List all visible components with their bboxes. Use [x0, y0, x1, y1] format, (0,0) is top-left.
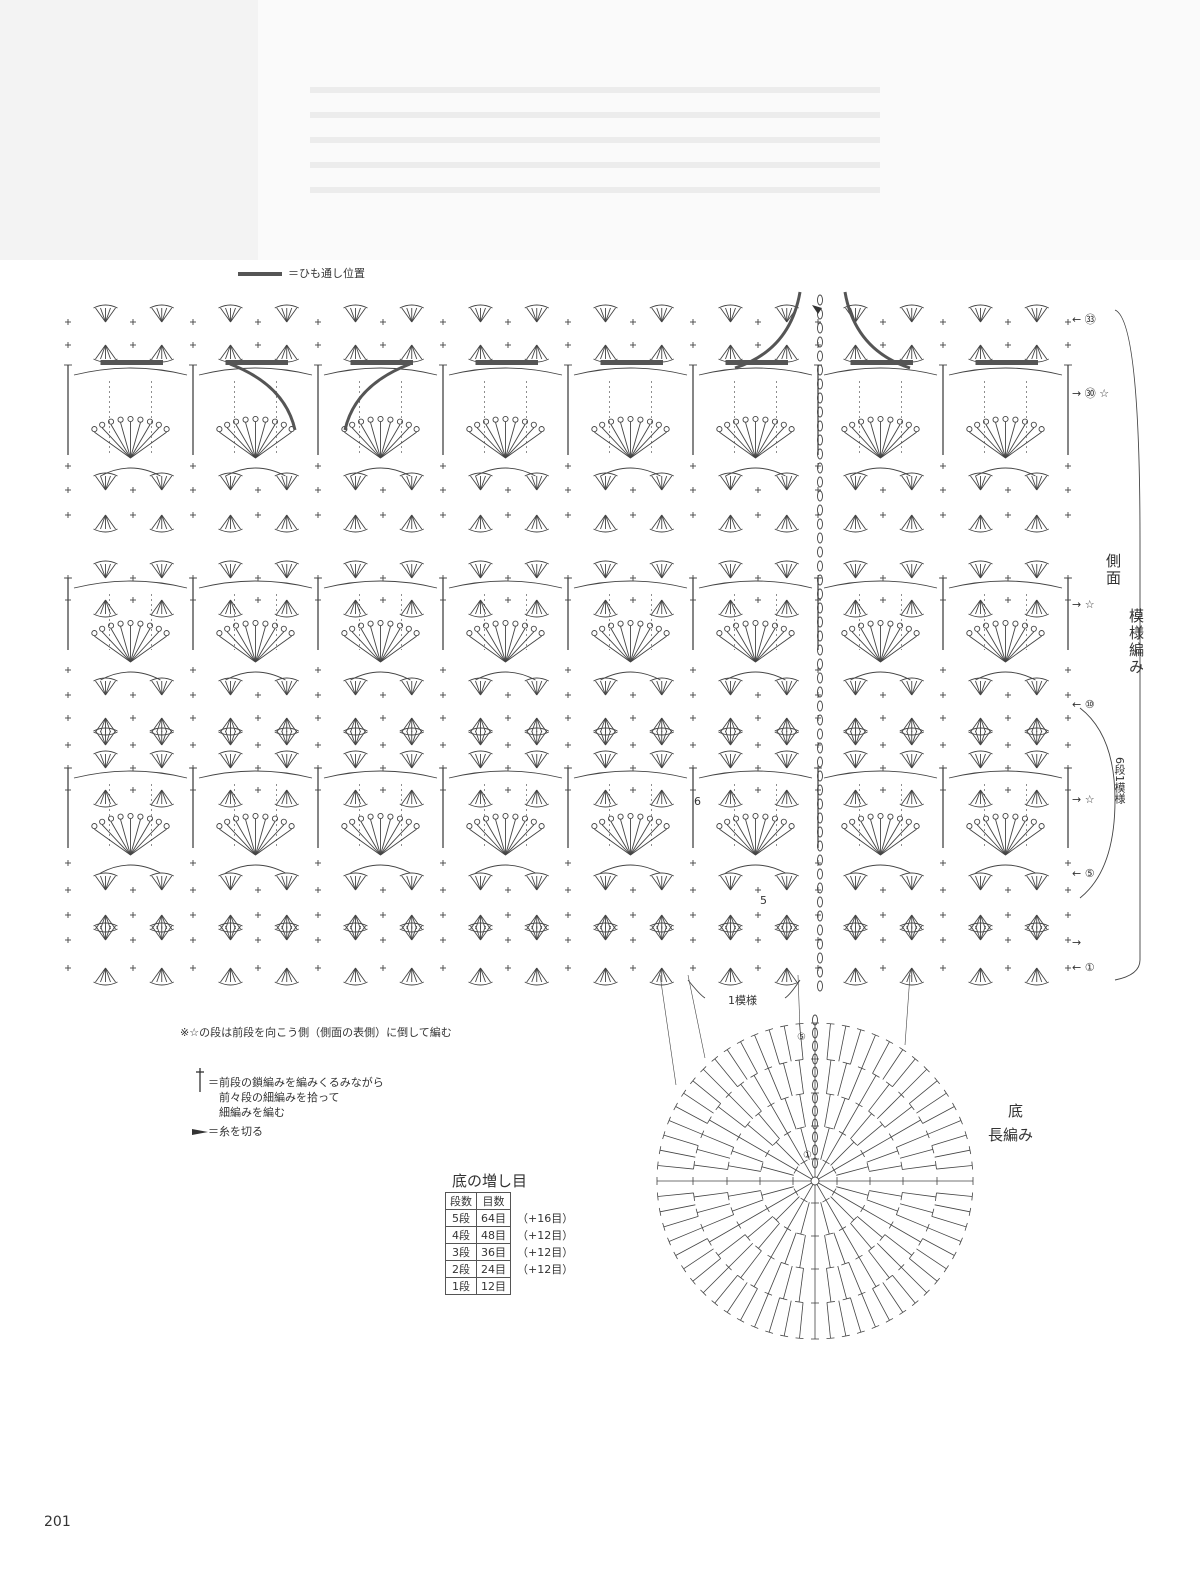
table-cell-stitches: 24目	[476, 1260, 511, 1278]
table-cell-round: 2段	[445, 1260, 477, 1278]
cut-yarn-note: ＝糸を切る	[208, 1125, 263, 1138]
show-through-background	[0, 0, 1200, 260]
symbol-note-line2: 前々段の細編みを拾って	[219, 1091, 340, 1104]
symbol-note-line1: ＝前段の鎖編みを編みくるみながら	[208, 1076, 384, 1089]
bottom-label: 底	[1008, 1102, 1024, 1120]
row-marker-arrow: →	[1072, 936, 1082, 949]
table-cell-round: 3段	[445, 1243, 477, 1261]
table-cell-stitches: 12目	[476, 1277, 511, 1295]
row-marker-star-2: → ☆	[1072, 793, 1095, 806]
sc-wrap-symbol-icon	[196, 1068, 204, 1092]
table-cell-increase: （+12目）	[517, 1229, 574, 1242]
table-header-rounds: 段数	[445, 1192, 477, 1210]
row-marker-5: ← ⑤	[1072, 867, 1095, 880]
row-marker-30: → ㉚ ☆	[1072, 387, 1110, 400]
table-row: 2段 24目 （+12目）	[445, 1260, 578, 1278]
row-marker-33: ← ㉝	[1072, 313, 1096, 326]
bottom-round-1-marker: ①	[803, 1150, 812, 1161]
table-cell-stitches: 36目	[476, 1243, 511, 1261]
pattern-stitch-label: 模様編み	[1127, 608, 1145, 676]
table-row: 1段 12目	[445, 1277, 578, 1295]
side-label: 側面	[1104, 553, 1122, 587]
cord-position-legend-bar	[238, 272, 282, 276]
table-cell-increase: （+12目）	[517, 1246, 574, 1259]
table-cell-increase: （+12目）	[517, 1263, 574, 1276]
table-row: 3段 36目 （+12目）	[445, 1243, 578, 1261]
table-cell-round: 1段	[445, 1277, 477, 1295]
table-cell-round: 4段	[445, 1226, 477, 1244]
table-cell-stitches: 48目	[476, 1226, 511, 1244]
chart-strokes	[64, 294, 1141, 1340]
table-header-spacer	[511, 1193, 578, 1210]
table-cell-stitches: 64目	[476, 1209, 511, 1227]
inner-row-number-6: 6	[694, 795, 701, 808]
one-repeat-label: 1模様	[728, 994, 757, 1007]
symbol-note-line3: 細編みを編む	[219, 1106, 285, 1119]
inner-row-number-5: 5	[760, 894, 767, 907]
bottom-stitch-label: 長編み	[988, 1126, 1034, 1144]
increase-table: 段数 目数 5段 64目 （+16目） 4段 48目 （+12目） 3段 36目…	[445, 1192, 578, 1295]
table-cell-increase: （+16目）	[517, 1212, 574, 1225]
row-marker-1: ← ①	[1072, 961, 1095, 974]
table-row: 4段 48目 （+12目）	[445, 1226, 578, 1244]
bottom-round-5-marker: ⑤	[797, 1032, 806, 1043]
star-row-note: ※☆の段は前段を向こう側（側面の表側）に倒して編む	[180, 1026, 452, 1039]
table-cell-increase	[511, 1278, 578, 1295]
six-row-repeat-label: 6段1模様	[1113, 757, 1126, 804]
table-header-stitches: 目数	[476, 1192, 511, 1210]
increase-table-title: 底の増し目	[452, 1172, 528, 1190]
cord-position-legend-label: ＝ひも通し位置	[288, 267, 365, 280]
table-cell-round: 5段	[445, 1209, 477, 1227]
row-marker-10: ← ⑩	[1072, 698, 1095, 711]
cut-yarn-symbol-icon	[192, 1129, 208, 1135]
page-number: 201	[44, 1514, 71, 1530]
table-row: 5段 64目 （+16目）	[445, 1209, 578, 1227]
row-marker-star-1: → ☆	[1072, 598, 1095, 611]
